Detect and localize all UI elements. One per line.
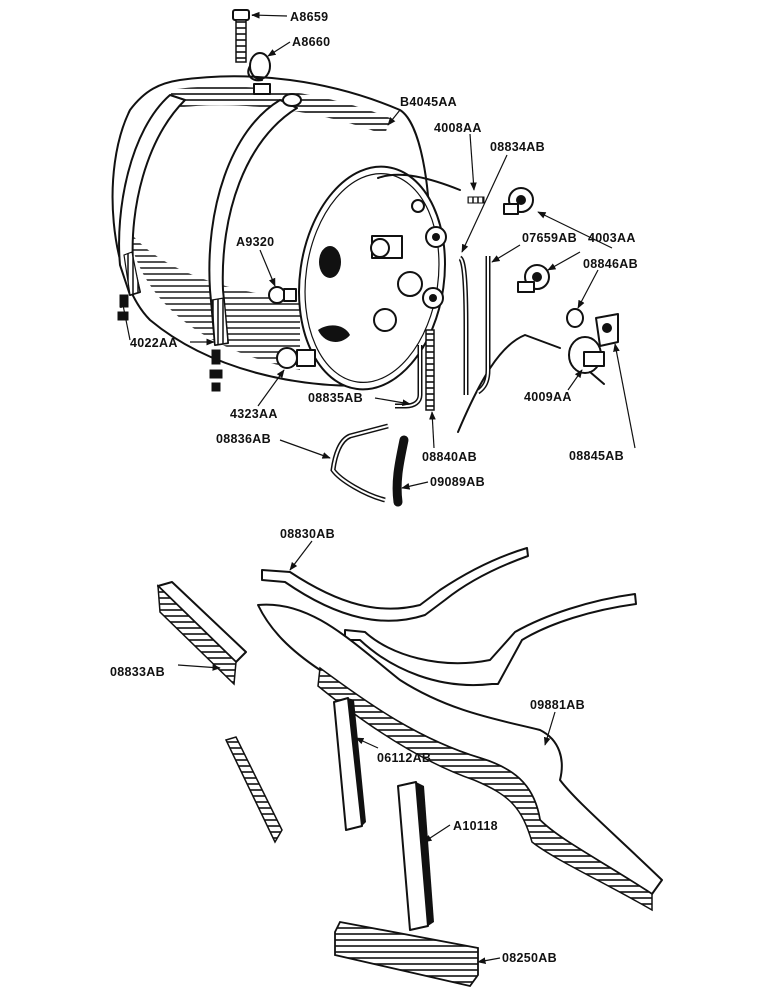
part-08845ab-bracket [595, 313, 619, 347]
label-08834ab: 08834AB [490, 140, 545, 154]
label-08845ab: 08845AB [569, 449, 624, 463]
part-4008aa-screw [467, 196, 485, 204]
part-labels: A8659 A8660 B4045AA 4008AA 08834AB A9320… [110, 10, 638, 965]
label-4009aa: 4009AA [524, 390, 572, 404]
label-07659ab: 07659AB [522, 231, 577, 245]
label-06112ab: 06112AB [377, 751, 431, 765]
part-4003aa-valve-upper [503, 187, 534, 215]
tube-07659ab [476, 256, 491, 395]
label-08836ab: 08836AB [216, 432, 271, 446]
part-a8660-ring [247, 52, 271, 82]
label-08833ab: 08833AB [110, 665, 165, 679]
label-a10118: A10118 [453, 819, 498, 833]
gauge-4323aa [276, 347, 316, 369]
part-08833ab-angle [157, 581, 247, 686]
tube-08840ab [425, 329, 435, 411]
label-09089ab: 09089AB [430, 475, 485, 489]
label-08835ab: 08835AB [308, 391, 363, 405]
drain-plug-a9320 [268, 286, 297, 304]
fuel-tank [111, 75, 461, 392]
leader-lines [120, 11, 636, 964]
label-08840ab: 08840AB [422, 450, 477, 464]
label-09881ab: 09881AB [530, 698, 585, 712]
part-08250ab-step [334, 920, 479, 988]
label-08250ab: 08250AB [502, 951, 557, 965]
label-4022aa: 4022AA [130, 336, 178, 350]
part-a10118-plate [397, 781, 434, 931]
part-08830ab-strap [261, 547, 637, 686]
label-08846ab: 08846AB [583, 257, 638, 271]
strap-bolt-right [209, 349, 223, 392]
part-06112ab-plate [333, 697, 366, 831]
part-4003aa-valve-lower [517, 264, 550, 293]
part-08846ab-washer [566, 308, 584, 328]
part-a8659-bolt [232, 9, 250, 63]
label-a8659: A8659 [290, 10, 328, 24]
label-a9320: A9320 [236, 235, 274, 249]
label-08830ab: 08830AB [280, 527, 335, 541]
tube-08836ab [330, 423, 389, 503]
label-a8660: A8660 [292, 35, 330, 49]
label-4323aa: 4323AA [230, 407, 278, 421]
part-angle-small [224, 736, 283, 844]
part-4009aa-float-arm [457, 334, 605, 433]
label-4008aa: 4008AA [434, 121, 482, 135]
label-4003aa: 4003AA [588, 231, 636, 245]
part-09881ab-frame [257, 603, 663, 912]
label-b4045aa: B4045AA [400, 95, 457, 109]
hose-09089ab [392, 435, 409, 507]
tube-08834ab [458, 255, 469, 395]
